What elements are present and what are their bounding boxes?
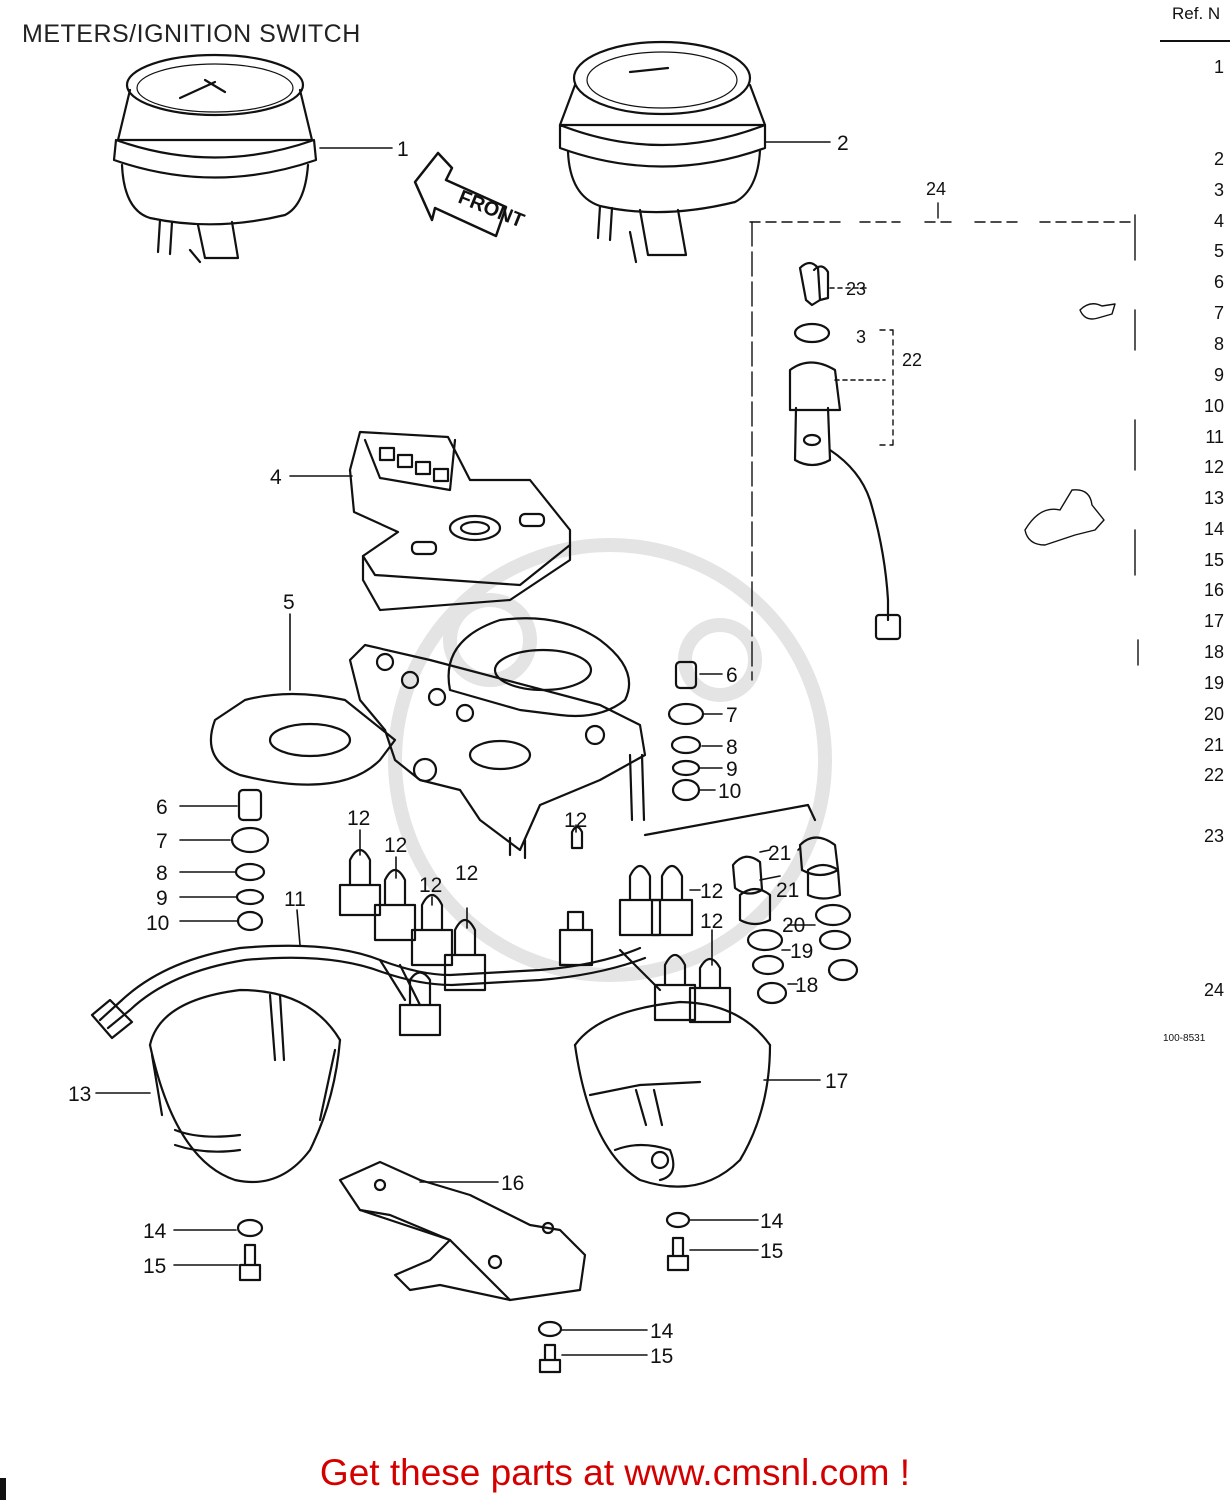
callout: 10 (146, 912, 169, 935)
callout: 19 (790, 940, 813, 963)
callout: 11 (284, 888, 306, 911)
edge-mark (0, 1478, 6, 1500)
ref-column-rule (1160, 40, 1230, 42)
callout: 10 (718, 780, 741, 803)
callout: 12 (700, 880, 723, 903)
indicator-housing-4 (348, 430, 572, 612)
callout: 22 (902, 350, 922, 370)
ref-number: 20 (1203, 704, 1224, 724)
ref-number: 14 (1203, 519, 1224, 539)
callout: 15 (650, 1345, 673, 1368)
callout: 14 (760, 1210, 784, 1233)
callout: 6 (156, 796, 168, 819)
ref-number: 12 (1203, 457, 1224, 477)
meter-cup-17 (573, 1000, 772, 1188)
callout: 12 (419, 874, 442, 897)
callout: 12 (455, 862, 478, 885)
callout: 21 (768, 842, 791, 865)
callout: 6 (726, 664, 738, 687)
ref-number: 6 (1213, 272, 1224, 292)
diagram-code: 100-8531 (1163, 1033, 1206, 1044)
ref-number: 15 (1203, 550, 1224, 570)
front-arrow (413, 151, 508, 238)
callout: 12 (700, 910, 723, 933)
bulb-sockets (338, 825, 732, 1037)
ref-number: 21 (1203, 735, 1224, 755)
ref-number: 23 (1203, 826, 1224, 846)
callout: 20 (782, 914, 805, 937)
ref-number: 9 (1213, 365, 1224, 385)
ignition-switch-22 (788, 261, 902, 641)
watermark-logo (388, 538, 832, 982)
callout: 4 (270, 466, 282, 489)
callout: 8 (726, 736, 738, 759)
ref-number: 7 (1213, 303, 1224, 323)
footer-link[interactable]: Get these parts at www.cmsnl.com ! (319, 1452, 911, 1493)
lower-bracket-16 (338, 1160, 587, 1302)
callout: 5 (283, 591, 295, 614)
callout: 15 (760, 1240, 783, 1263)
leader-lines (95, 141, 886, 1356)
callout: 15 (143, 1255, 166, 1278)
meter-cup-13 (148, 988, 342, 1184)
ref-number: 3 (1213, 180, 1224, 200)
callout: 7 (726, 704, 738, 727)
callout: 18 (795, 974, 818, 997)
ref-number: 18 (1203, 642, 1224, 662)
hardware-stack-21-18 (643, 803, 859, 1005)
ref-number: 13 (1203, 488, 1224, 508)
page-title: METERS/IGNITION SWITCH (22, 20, 361, 48)
callout: 23 (846, 279, 866, 299)
callout: 1 (397, 138, 409, 161)
ref-number: 17 (1203, 611, 1224, 631)
front-label: FRONT (455, 186, 527, 232)
callout: 8 (156, 862, 168, 885)
wiring-harness-11 (90, 944, 662, 1040)
ref-number: 8 (1213, 334, 1224, 354)
callout: 14 (143, 1220, 167, 1243)
callout-labels: 1 2 24 23 3 22 4 5 6 7 8 9 10 6 7 8 9 10… (68, 132, 946, 1368)
callout: 21 (776, 879, 799, 902)
ref-number: 24 (1203, 980, 1224, 1000)
meter-1 (112, 53, 318, 264)
ref-number: 22 (1203, 765, 1224, 785)
callout: 16 (501, 1172, 524, 1195)
bracket-5 (209, 617, 647, 860)
ignition-group-frame (749, 202, 1139, 681)
ref-number: 5 (1213, 241, 1224, 261)
callout: 13 (68, 1083, 91, 1106)
spare-parts-right (1024, 303, 1116, 546)
ref-number: 19 (1203, 673, 1224, 693)
callout: 12 (384, 834, 407, 857)
callout: 14 (650, 1320, 674, 1343)
ref-column-header: Ref. N (1172, 4, 1221, 23)
hardware-stack-left (230, 788, 270, 932)
callout: 9 (726, 758, 738, 781)
bolts-14-15 (236, 1211, 691, 1374)
ref-number: 11 (1205, 427, 1224, 447)
callout: 12 (564, 809, 587, 832)
callout: 12 (347, 807, 370, 830)
ref-number: 4 (1213, 211, 1224, 231)
ref-number: 1 (1213, 57, 1224, 77)
meter-2 (558, 40, 767, 264)
ref-number: 10 (1203, 396, 1224, 416)
callout: 17 (825, 1070, 848, 1093)
callout: 9 (156, 887, 168, 910)
callout: 24 (926, 179, 946, 199)
callout: 7 (156, 830, 168, 853)
callout: 2 (837, 132, 849, 155)
ref-number: 2 (1213, 149, 1224, 169)
ref-number: 16 (1203, 580, 1224, 600)
callout: 3 (856, 327, 866, 347)
